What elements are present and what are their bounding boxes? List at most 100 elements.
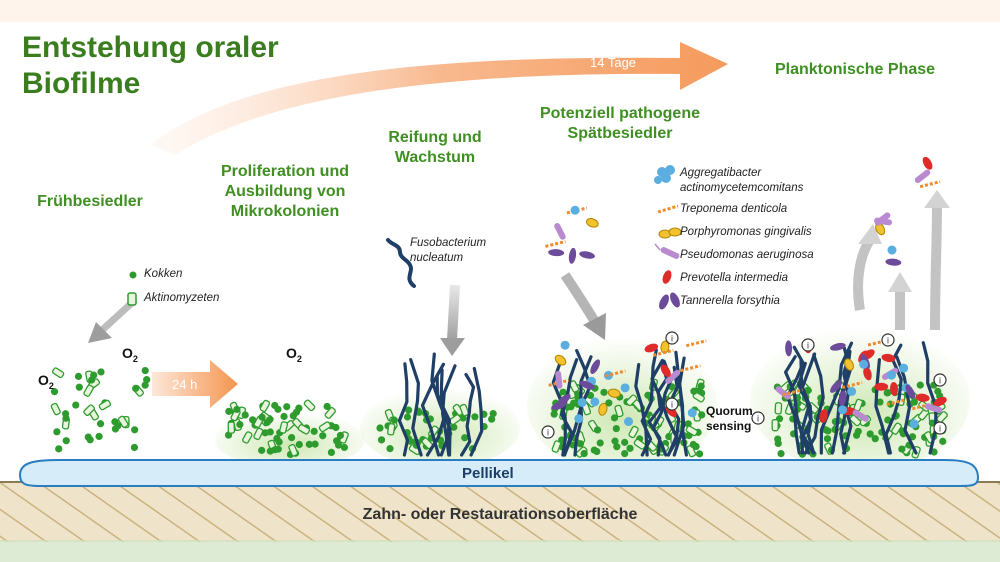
actinomyces-cell — [83, 384, 94, 397]
coccus-cell — [928, 419, 936, 427]
aggregatibacter-cell — [570, 205, 580, 215]
coccus-cell — [55, 445, 63, 453]
info-symbol: i — [939, 424, 941, 434]
fusobacterium-label-line-2: nucleatum — [410, 252, 464, 264]
actinomyces-cell — [849, 414, 862, 427]
actinomyces-cell — [771, 419, 779, 432]
coccus-cell — [332, 423, 340, 432]
stage-maturation: Reifung und Wachstum — [375, 128, 495, 168]
coccus-cell — [621, 449, 629, 458]
coccus-cell — [777, 450, 785, 458]
coccus-cell — [690, 387, 698, 395]
quorum-line-2: sensing — [706, 419, 752, 433]
stage-planktonic: Planktonische Phase — [774, 61, 936, 78]
fusobacterium-filament — [921, 341, 938, 455]
pseudomonas-cell — [554, 223, 566, 240]
coccus-cell — [72, 401, 80, 409]
stage-proliferation-line-2: Ausbildung von — [224, 183, 346, 200]
coccus-cell — [310, 427, 318, 435]
treponema-cell — [685, 339, 707, 348]
attachment-arrow-mature — [440, 284, 465, 356]
coccus-cell — [580, 449, 588, 458]
aktinomyzeten-label: Aktinomyzeten — [144, 292, 220, 304]
coccus-cell — [62, 414, 70, 422]
treponema-cell — [680, 364, 701, 373]
legend-item-porphyromonas: Porphyromonas gingivalis — [680, 226, 812, 238]
coccus-cell — [854, 427, 862, 436]
oxygen-label-2: O2 — [122, 345, 138, 364]
coccus-cell — [613, 443, 621, 451]
actinomyces-cell — [459, 403, 470, 417]
actinomyces-cell — [50, 402, 61, 416]
coccus-cell — [261, 429, 269, 437]
coccus-cell — [86, 436, 94, 444]
treponema-cell — [545, 239, 566, 248]
dispersal-arrows — [853, 190, 950, 331]
pseudomonas-cell — [914, 169, 931, 184]
coccus-cell — [600, 388, 608, 396]
actinomyces-cell — [279, 421, 289, 434]
stage-late-colonizers-line-2: Spätbesiedler — [567, 125, 673, 142]
porphyromonas-cell — [844, 358, 854, 371]
info-symbol: i — [807, 341, 809, 351]
coccus-cell — [405, 406, 413, 414]
attachment-arrow-early — [88, 297, 138, 343]
pseudomonas-cell — [775, 386, 791, 400]
prevotella-cell — [922, 156, 933, 170]
stage-proliferation: Proliferation und Ausbildung von Mikroko… — [205, 162, 365, 222]
coccus-cell — [334, 441, 343, 449]
coccus-cell — [471, 413, 479, 421]
coccus-cell — [292, 408, 301, 416]
aggregatibacter-cell — [577, 397, 587, 407]
prevotella-cell — [915, 393, 930, 402]
aggregatibacter-cell — [838, 405, 848, 415]
coccus-cell — [141, 366, 149, 375]
coccus-cell — [593, 447, 601, 456]
info-circle — [665, 397, 679, 411]
actinomyces-cell — [614, 404, 624, 418]
coccus-cell — [323, 402, 331, 411]
coccus-cell — [97, 368, 105, 376]
aggregatibacter-cell — [887, 245, 897, 255]
coccus-cell — [488, 415, 496, 423]
coccus-cell — [280, 412, 288, 421]
porphyromonas-cell — [586, 218, 599, 228]
coccus-cell — [450, 423, 458, 431]
oval-icon — [662, 270, 672, 284]
coccus-cell — [884, 416, 892, 424]
coccus-cell — [295, 440, 303, 449]
kokken-icon — [129, 271, 137, 279]
coccus-cell — [824, 427, 832, 435]
coccus-cell — [132, 384, 140, 392]
fusobacterium-filament — [551, 359, 567, 457]
coccus-cell — [283, 403, 291, 411]
fusobacterium-filament — [784, 355, 811, 455]
coccus-cell — [258, 446, 266, 454]
prevotella-cell — [660, 364, 671, 378]
coccus-cell — [74, 372, 83, 380]
fusobacterium-cell — [386, 238, 416, 288]
aggregatibacter-cell — [899, 363, 909, 373]
fusobacterium-filament — [640, 348, 658, 457]
actinomyces-cell — [324, 407, 336, 419]
coccus-cell — [823, 435, 832, 443]
surface-label: Zahn- oder Restaurationsoberfläche — [362, 506, 638, 523]
coccus-cell — [53, 428, 61, 436]
tooth-surface — [0, 482, 1000, 542]
coccus-cell — [143, 376, 151, 384]
quorum-sensing-label: Quorum sensing — [706, 404, 753, 434]
info-circle — [541, 425, 555, 439]
coccus-cell — [689, 440, 697, 449]
bottom-strip — [0, 540, 1000, 562]
coccus-cell — [916, 381, 924, 389]
fusobacterium-filament — [874, 358, 891, 455]
treponema-cell — [886, 397, 908, 406]
info-circle — [751, 411, 765, 425]
tannerella-cell — [579, 251, 595, 259]
kokken-label: Kokken — [144, 268, 183, 280]
timeline-arrow — [150, 42, 728, 155]
actinomyces-cell — [117, 415, 129, 428]
coccus-cell — [593, 426, 602, 434]
